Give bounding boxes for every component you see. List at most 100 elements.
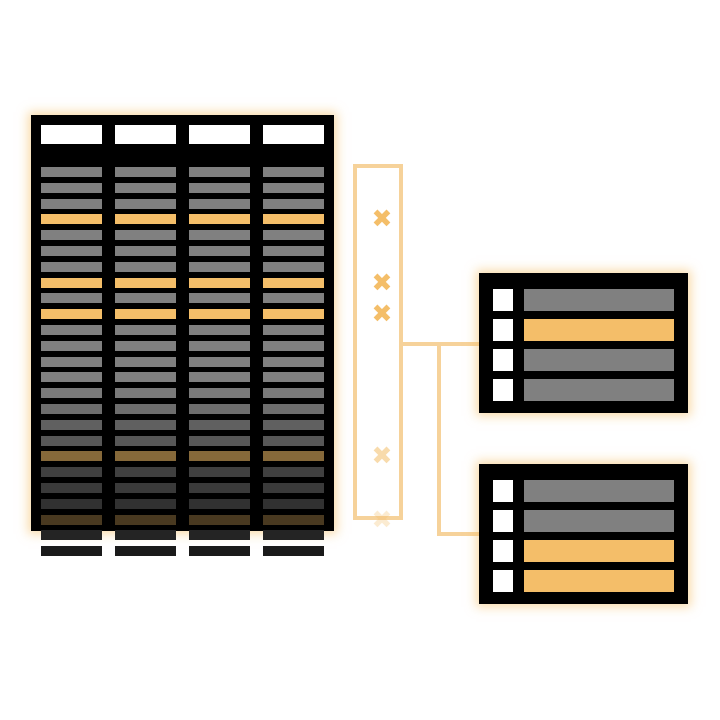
result-table-1 bbox=[479, 273, 688, 413]
connector-horizontal-lower bbox=[437, 532, 479, 536]
highlighted-cell bbox=[115, 277, 176, 288]
data-cell bbox=[189, 372, 250, 383]
data-cell bbox=[115, 325, 176, 335]
highlighted-cell bbox=[263, 451, 324, 462]
table-column-2 bbox=[115, 125, 176, 557]
data-cell bbox=[189, 325, 250, 335]
checkbox-icon bbox=[493, 289, 513, 311]
data-cell bbox=[41, 388, 102, 399]
data-cell bbox=[524, 289, 674, 311]
data-cell bbox=[115, 435, 176, 446]
data-cell bbox=[189, 356, 250, 367]
highlighted-cell bbox=[263, 277, 324, 288]
data-cell bbox=[189, 167, 250, 177]
exclude-mark-icon: ✖ bbox=[371, 299, 393, 329]
highlighted-cell bbox=[115, 309, 176, 320]
data-cell bbox=[189, 340, 250, 351]
data-cell bbox=[115, 293, 176, 304]
highlighted-cell bbox=[41, 214, 102, 225]
result-row bbox=[479, 319, 688, 341]
data-cell bbox=[263, 388, 324, 399]
data-cell bbox=[115, 246, 176, 256]
connector-horizontal-main bbox=[403, 342, 479, 346]
data-cell bbox=[263, 483, 324, 493]
highlighted-cell bbox=[115, 514, 176, 525]
highlighted-cell bbox=[263, 214, 324, 225]
data-cell bbox=[263, 498, 324, 509]
data-cell bbox=[115, 340, 176, 351]
highlighted-cell bbox=[524, 570, 674, 592]
data-cell bbox=[41, 404, 102, 414]
highlighted-cell bbox=[41, 514, 102, 525]
checkbox-icon bbox=[493, 570, 513, 592]
data-cell bbox=[41, 419, 102, 430]
data-cell bbox=[115, 483, 176, 493]
data-cell bbox=[189, 230, 250, 241]
checkbox-icon bbox=[493, 510, 513, 532]
data-cell bbox=[41, 483, 102, 493]
result-table-2 bbox=[479, 464, 688, 604]
data-cell bbox=[263, 419, 324, 430]
data-cell bbox=[115, 419, 176, 430]
table-column-1 bbox=[41, 125, 102, 557]
result-row bbox=[479, 480, 688, 502]
data-cell bbox=[41, 198, 102, 209]
data-cell bbox=[263, 198, 324, 209]
result-row bbox=[479, 570, 688, 592]
data-cell bbox=[115, 530, 176, 541]
data-cell bbox=[189, 388, 250, 399]
data-cell bbox=[115, 467, 176, 478]
data-cell bbox=[115, 261, 176, 272]
data-cell bbox=[263, 261, 324, 272]
table-column-3 bbox=[189, 125, 250, 557]
data-cell bbox=[263, 325, 324, 335]
data-cell bbox=[263, 246, 324, 256]
data-cell bbox=[115, 356, 176, 367]
data-cell bbox=[189, 467, 250, 478]
table-column-4 bbox=[263, 125, 324, 557]
data-cell bbox=[41, 498, 102, 509]
exclude-mark-icon: ✖ bbox=[371, 504, 393, 534]
source-table bbox=[31, 115, 334, 557]
data-cell bbox=[263, 467, 324, 478]
checkbox-icon bbox=[493, 319, 513, 341]
data-cell bbox=[263, 230, 324, 241]
highlighted-cell bbox=[189, 514, 250, 525]
exclude-mark-icon: ✖ bbox=[371, 267, 393, 297]
data-cell bbox=[524, 510, 674, 532]
data-cell bbox=[41, 167, 102, 177]
data-cell bbox=[189, 530, 250, 541]
data-cell bbox=[189, 483, 250, 493]
data-cell bbox=[115, 388, 176, 399]
data-cell bbox=[41, 467, 102, 478]
data-cell bbox=[189, 404, 250, 414]
data-cell bbox=[189, 546, 250, 557]
highlighted-cell bbox=[524, 319, 674, 341]
data-cell bbox=[41, 546, 102, 557]
data-cell bbox=[189, 182, 250, 193]
data-cell bbox=[263, 293, 324, 304]
result-row bbox=[479, 540, 688, 562]
data-cell bbox=[263, 182, 324, 193]
data-cell bbox=[41, 372, 102, 383]
data-cell bbox=[115, 167, 176, 177]
highlighted-cell bbox=[263, 309, 324, 320]
data-cell bbox=[41, 530, 102, 541]
data-cell bbox=[41, 182, 102, 193]
result-row bbox=[479, 289, 688, 311]
header-cell bbox=[263, 125, 324, 144]
data-cell bbox=[263, 435, 324, 446]
data-cell bbox=[263, 340, 324, 351]
highlighted-cell bbox=[524, 540, 674, 562]
data-cell bbox=[524, 349, 674, 371]
header-cell bbox=[41, 125, 102, 144]
result-row bbox=[479, 379, 688, 401]
data-cell bbox=[41, 293, 102, 304]
data-cell bbox=[41, 230, 102, 241]
data-cell bbox=[189, 435, 250, 446]
highlighted-cell bbox=[115, 451, 176, 462]
data-cell bbox=[115, 404, 176, 414]
checkbox-icon bbox=[493, 540, 513, 562]
highlighted-cell bbox=[189, 277, 250, 288]
highlighted-cell bbox=[189, 214, 250, 225]
